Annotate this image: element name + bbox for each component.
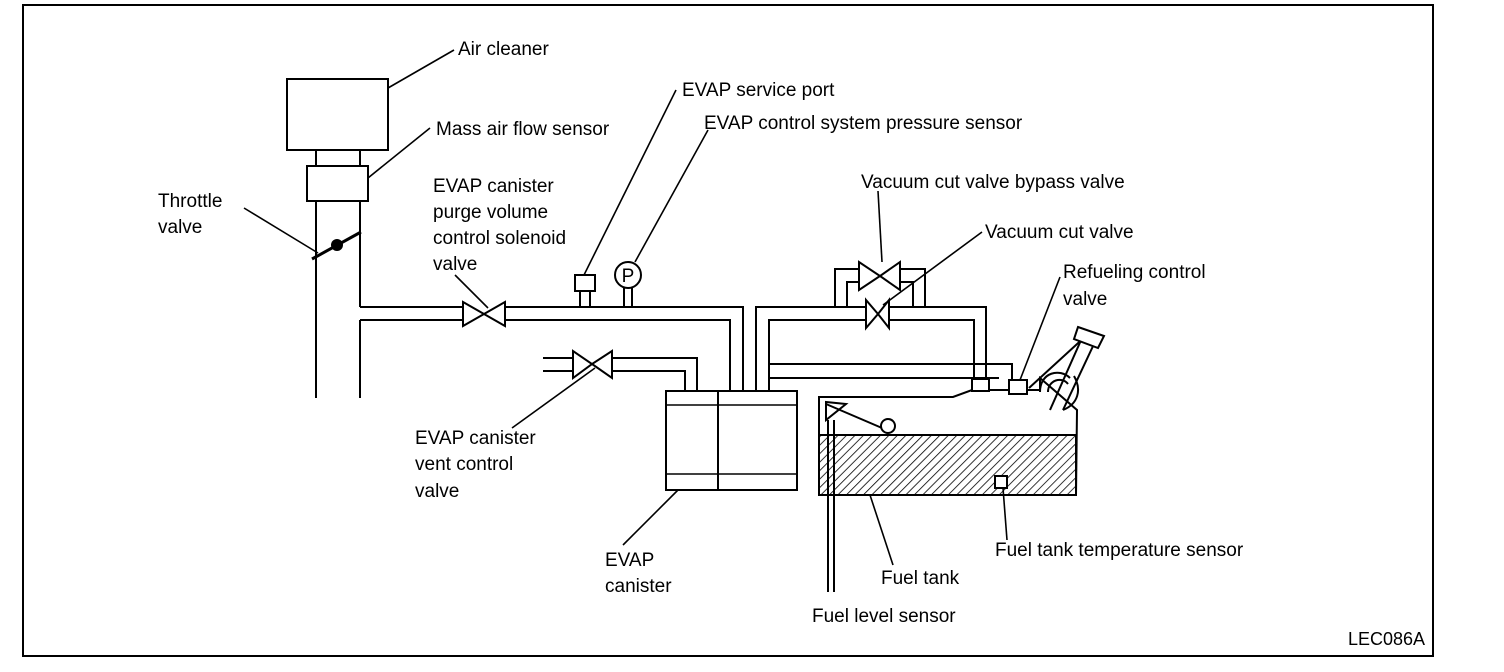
label-purge-valve-3: control solenoid: [433, 228, 566, 249]
label-air-cleaner: Air cleaner: [458, 39, 549, 60]
filler-neck: [1028, 325, 1106, 411]
label-evap-canister-2: canister: [605, 576, 672, 597]
throttle-valve: [311, 230, 362, 261]
figure-code: LEC086A: [1348, 629, 1425, 649]
label-fuel-tank: Fuel tank: [881, 568, 960, 589]
label-refueling-control-valve-1: Refueling control: [1063, 262, 1206, 283]
label-throttle-valve-1: Throttle: [158, 191, 222, 212]
mass-air-flow-sensor: [306, 165, 369, 202]
evap-pressure-sensor: P: [614, 261, 642, 307]
label-fuel-level-sensor: Fuel level sensor: [812, 606, 956, 627]
label-vent-valve-3: valve: [415, 481, 459, 502]
label-evap-pressure-sensor: EVAP control system pressure sensor: [704, 113, 1023, 134]
evap-canister: [665, 390, 798, 491]
tank-vapor-line: [755, 268, 1013, 391]
intake-duct: [315, 150, 361, 398]
vent-line: [543, 357, 698, 391]
label-throttle-valve-2: valve: [158, 217, 202, 238]
vacuum-cut-valve-bypass-valve: [858, 260, 901, 292]
label-evap-service-port: EVAP service port: [682, 80, 835, 101]
diagram-frame: [22, 4, 1434, 657]
fuel-tank-valves: [971, 378, 1028, 395]
fuel-tank: [818, 375, 1079, 496]
label-evap-canister-1: EVAP: [605, 550, 654, 571]
pressure-sensor-symbol: P: [622, 266, 635, 287]
label-vacuum-cut-valve: Vacuum cut valve: [985, 222, 1134, 243]
evap-service-port: [574, 274, 596, 307]
label-refueling-control-valve-2: valve: [1063, 289, 1107, 310]
vacuum-cut-valve: [865, 297, 890, 331]
fuel-tank-temperature-sensor: [994, 475, 1008, 489]
purge-line: [360, 306, 744, 391]
label-vent-valve-2: vent control: [415, 454, 513, 475]
label-purge-valve-4: valve: [433, 254, 477, 275]
air-cleaner: [286, 78, 389, 151]
evap-canister-vent-control-valve: [572, 349, 613, 380]
label-bypass-valve: Vacuum cut valve bypass valve: [861, 172, 1125, 193]
label-vent-valve-1: EVAP canister: [415, 428, 536, 449]
label-purge-valve-2: purge volume: [433, 202, 548, 223]
leader-lines: [243, 49, 1061, 566]
label-mass-air-flow-sensor: Mass air flow sensor: [436, 119, 610, 140]
purge-volume-control-solenoid-valve: [462, 300, 506, 328]
fuel-level-sensor: [825, 400, 896, 592]
label-fuel-tank-temperature-sensor: Fuel tank temperature sensor: [995, 540, 1244, 561]
label-purge-valve-1: EVAP canister: [433, 176, 554, 197]
